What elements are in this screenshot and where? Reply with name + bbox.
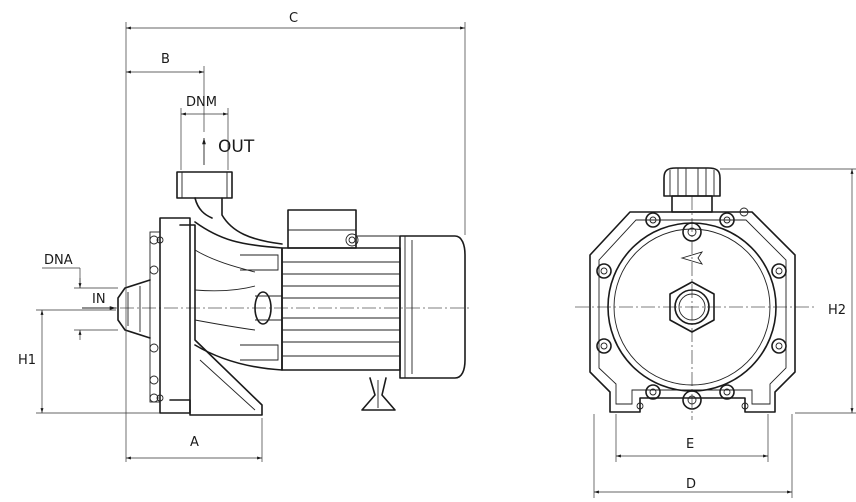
dimension-h1-label: H1 bbox=[18, 353, 36, 368]
side-view: OUT IN bbox=[82, 137, 470, 416]
front-view-dimensions: H2 E D bbox=[593, 168, 856, 498]
front-view bbox=[575, 167, 815, 420]
dimension-h2-label: H2 bbox=[828, 303, 846, 318]
flange-bolts bbox=[149, 235, 164, 403]
dimension-e-label: E bbox=[686, 437, 694, 452]
front-outlet-nozzle bbox=[663, 167, 721, 197]
out-label: OUT bbox=[218, 137, 255, 157]
dimension-b-label: B bbox=[161, 52, 170, 67]
rotation-arrow-icon bbox=[680, 251, 704, 265]
rear-foot bbox=[361, 377, 396, 411]
dimension-dnm-label: DNM bbox=[186, 95, 217, 110]
front-casing-bolts bbox=[596, 207, 787, 410]
fan-cover bbox=[399, 235, 466, 379]
dimension-a-label: A bbox=[190, 435, 199, 450]
in-label: IN bbox=[92, 292, 106, 307]
front-casing bbox=[589, 211, 796, 413]
outlet-nozzle bbox=[176, 171, 233, 199]
dimension-dna-label: DNA bbox=[44, 253, 73, 268]
dimension-d-label: D bbox=[686, 477, 696, 492]
dimension-c-label: C bbox=[289, 11, 298, 26]
terminal-box bbox=[287, 209, 357, 249]
pump-foot bbox=[169, 224, 263, 416]
motor-body bbox=[281, 247, 401, 371]
front-inlet-hex bbox=[669, 281, 715, 333]
side-view-dimensions: C B DNM DNA H1 A bbox=[18, 11, 466, 462]
pump-casing-flange bbox=[159, 217, 191, 414]
shaft-seal bbox=[254, 291, 272, 325]
inlet-nozzle bbox=[117, 279, 151, 339]
motor-cooling-fins bbox=[282, 261, 400, 357]
